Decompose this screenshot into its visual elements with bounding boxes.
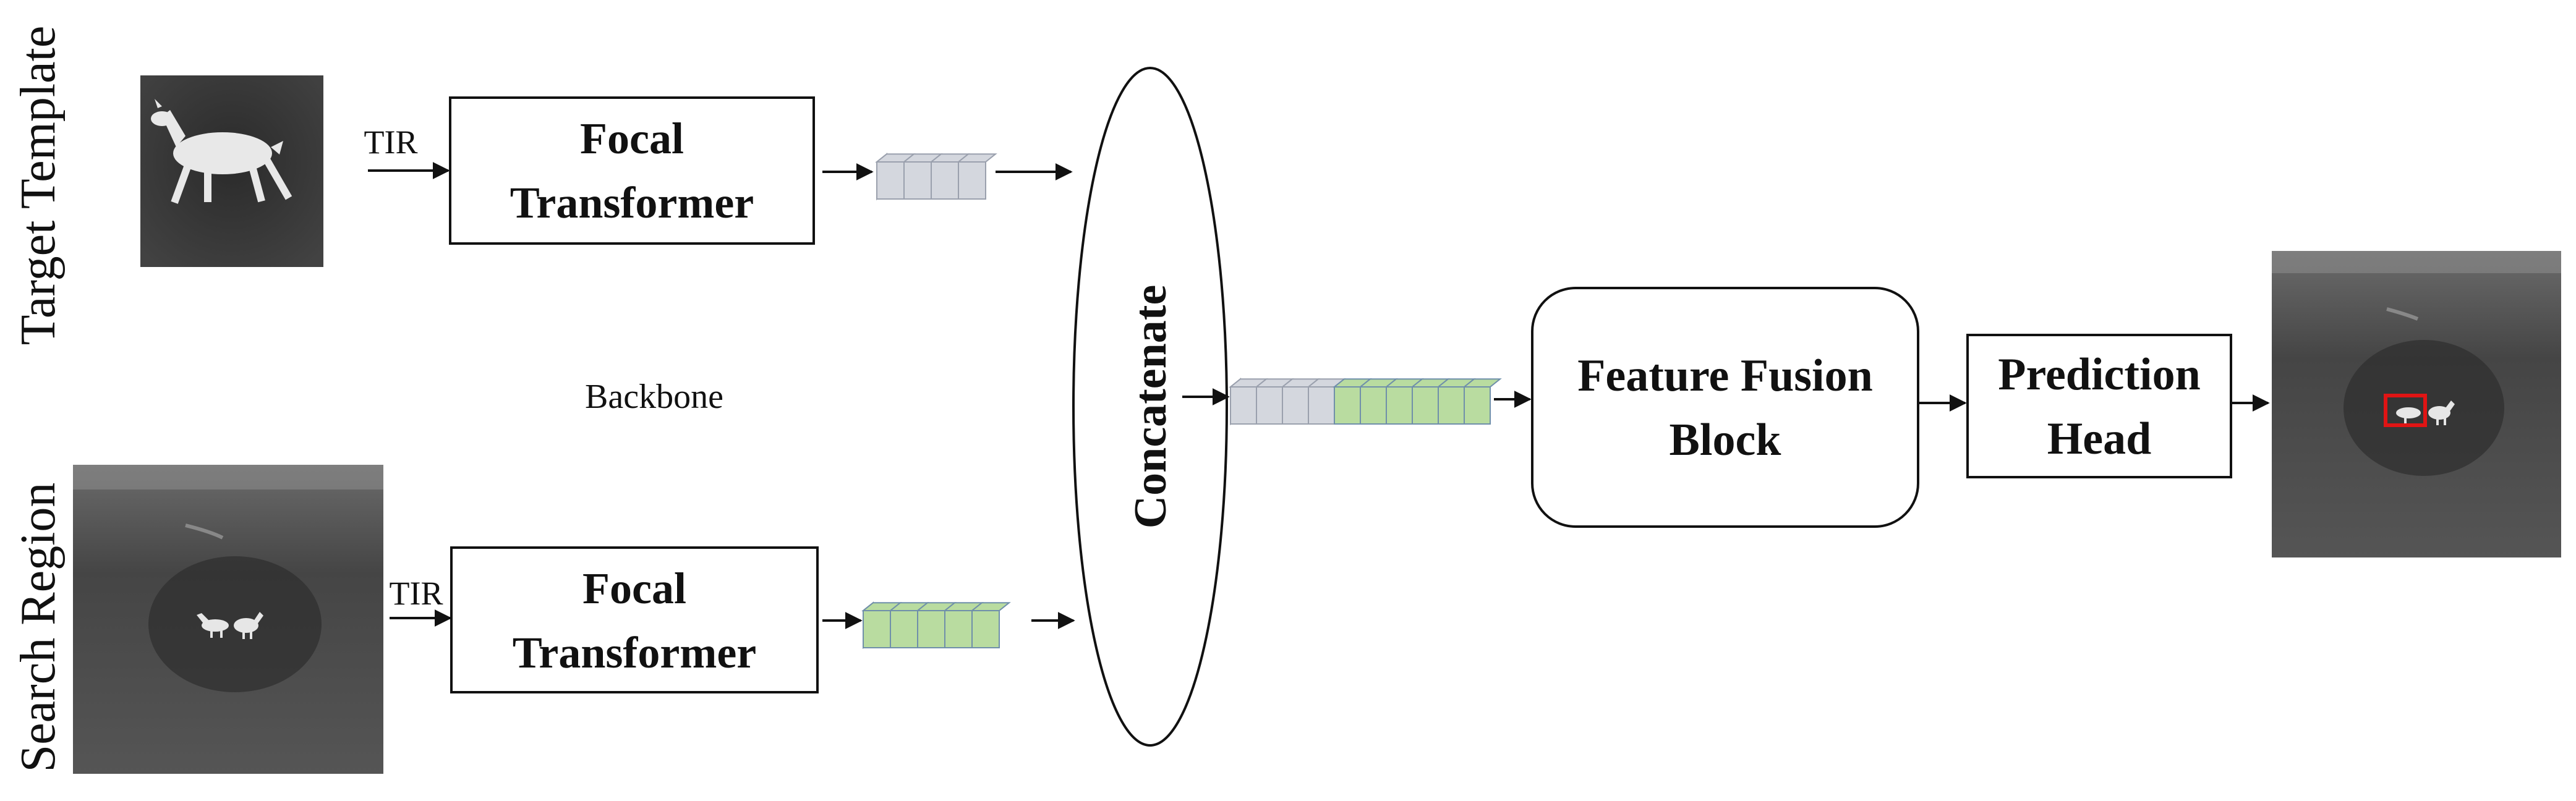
bounding-box — [2384, 394, 2427, 427]
token-cell — [1412, 386, 1439, 425]
token-cell — [917, 610, 945, 648]
token-cell — [1308, 386, 1335, 425]
tir-label-top: TIR — [364, 124, 418, 161]
concatenate-node: Concatenate — [1072, 67, 1228, 747]
token-cell — [1334, 386, 1361, 425]
template-token-sequence — [875, 153, 997, 201]
prediction-line1: Prediction — [1998, 349, 2200, 400]
token-cell — [1438, 386, 1465, 425]
target-template-label: Target Template — [11, 26, 66, 345]
prediction-head-block: Prediction Head — [1966, 334, 2232, 478]
focal-transformer-bottom: Focal Transformer — [450, 546, 819, 693]
token-cell — [1282, 386, 1309, 425]
token-cell — [890, 610, 918, 648]
token-cell — [1386, 386, 1413, 425]
search-image — [73, 465, 383, 774]
focal-bottom-line1: Focal — [582, 564, 686, 613]
deer-pair-icon — [2396, 400, 2455, 425]
token-cell — [1256, 386, 1283, 425]
deer-pair-icon — [197, 612, 263, 639]
token-cell — [1464, 386, 1491, 425]
focal-bottom-line2: Transformer — [513, 628, 757, 677]
focal-top-line2: Transformer — [510, 178, 754, 227]
concatenate-label: Concatenate — [1125, 285, 1176, 529]
tir-label-bottom: TIR — [390, 575, 443, 612]
fusion-line2: Block — [1670, 415, 1782, 465]
token-cell — [944, 610, 973, 648]
search-token-sequence — [861, 601, 1011, 650]
backbone-label: Backbone — [585, 378, 723, 416]
focal-transformer-top: Focal Transformer — [449, 96, 815, 245]
feature-fusion-block: Feature Fusion Block — [1531, 287, 1919, 528]
token-cell — [903, 161, 932, 200]
token-cell — [1360, 386, 1387, 425]
prediction-line2: Head — [2047, 413, 2152, 464]
token-cell — [971, 610, 1000, 648]
token-cell — [863, 610, 891, 648]
focal-top-line1: Focal — [580, 114, 684, 163]
result-image — [2272, 251, 2561, 557]
deer-icon — [151, 99, 292, 204]
token-cell — [1230, 386, 1257, 425]
concatenated-token-sequence — [1229, 378, 1502, 426]
fusion-line1: Feature Fusion — [1577, 350, 1873, 401]
token-cell — [876, 161, 905, 200]
search-region-label: Search Region — [11, 483, 66, 773]
token-cell — [958, 161, 986, 200]
template-image — [140, 75, 323, 267]
token-cell — [931, 161, 959, 200]
